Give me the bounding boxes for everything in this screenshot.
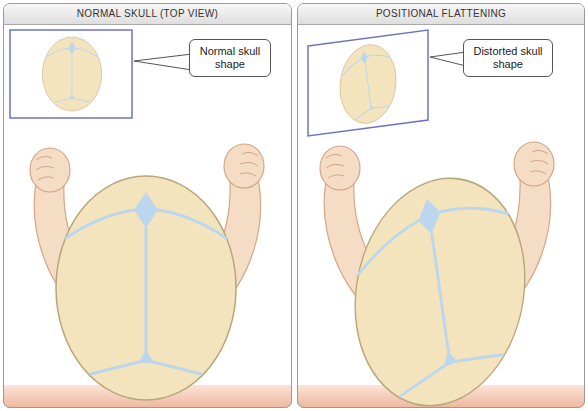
- small-skull: [42, 37, 101, 111]
- callout-pointer: [430, 52, 466, 66]
- callout-text: Distorted skull shape: [468, 45, 548, 71]
- left-scene: [3, 30, 292, 408]
- panel-box: POSITIONAL FLATTENING Distorted skull sha…: [297, 3, 585, 408]
- callout-text: Normal skull shape: [194, 45, 266, 71]
- panel-heading: NORMAL SKULL (TOP VIEW): [4, 4, 291, 25]
- small-skull: [335, 35, 401, 133]
- skull-frame: [308, 30, 428, 136]
- callout-box: Normal skull shape: [189, 39, 271, 77]
- callout-box: Distorted skull shape: [463, 39, 553, 77]
- callout-pointer: [134, 54, 192, 70]
- panel-heading: POSITIONAL FLATTENING: [298, 4, 584, 25]
- skull-frame: [10, 30, 132, 118]
- panel-box: NORMAL SKULL (TOP VIEW) Normal skull shap…: [3, 3, 292, 408]
- right-scene: [297, 30, 585, 408]
- baby-skull: [341, 150, 538, 408]
- baby-skull: [56, 176, 236, 400]
